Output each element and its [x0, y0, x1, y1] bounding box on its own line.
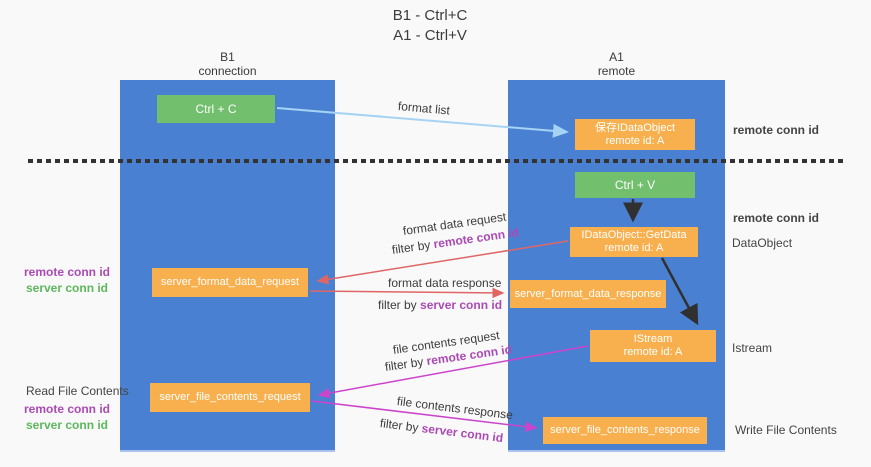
server-conn-id-legend: server conn id — [25, 281, 109, 295]
ctrl-v-box: Ctrl + V — [575, 172, 695, 198]
diagram-title: B1 - Ctrl+C A1 - Ctrl+V — [330, 6, 530, 46]
format-data-response-filter-label: filter by server conn id — [378, 298, 502, 312]
remote-conn-id-annotation-top: remote conn id — [733, 123, 820, 137]
istream-line1: IStream — [633, 333, 673, 345]
server-file-contents-request-box: server_file_contents_request — [150, 383, 310, 412]
read-file-contents-annotation: Read File Contents — [26, 384, 129, 398]
istream-annotation: Istream — [732, 341, 773, 355]
server-file-contents-response-label: server_file_contents_response — [550, 424, 700, 436]
ctrl-c-label: Ctrl + C — [195, 101, 237, 116]
left-column-name: B1 — [220, 50, 235, 64]
format-data-response-label: format data response — [388, 276, 502, 290]
left-conn-id-legend-bottom: remote conn id server conn id — [17, 401, 117, 433]
left-conn-id-legend-top: remote conn id server conn id — [17, 264, 117, 296]
left-column-subtitle: connection — [198, 64, 257, 78]
server-format-data-request-box: server_format_data_request — [152, 268, 308, 297]
dataobject-annotation: DataObject — [732, 236, 793, 250]
istream-box: IStream remote id: A — [590, 330, 716, 362]
remote-conn-id-annotation-mid: remote conn id — [733, 211, 820, 225]
filter-by-text: filter by — [379, 416, 423, 436]
ctrl-c-box: Ctrl + C — [157, 95, 275, 123]
server-file-contents-response-box: server_file_contents_response — [543, 417, 707, 444]
filter-by-text: filter by — [384, 354, 428, 374]
format-data-response-arrow — [309, 287, 505, 299]
idataobject-getdata-box: IDataObject::GetData remote id: A — [570, 227, 698, 257]
ctrl-v-label: Ctrl + V — [614, 177, 656, 192]
server-format-data-request-label: server_format_data_request — [160, 276, 300, 288]
format-list-label: format list — [397, 99, 451, 118]
left-column-header: B1 connection — [120, 50, 335, 78]
idataobject-getdata-line2: remote id: A — [604, 242, 664, 254]
idataobject-getdata-line1: IDataObject::GetData — [581, 229, 687, 241]
file-contents-response-label: file contents response — [396, 394, 514, 423]
server-format-data-response-label: server_format_data_response — [514, 287, 662, 300]
remote-conn-id-legend: remote conn id — [23, 402, 110, 416]
dashed-separator-line — [28, 159, 846, 163]
title-line-2: A1 - Ctrl+V — [393, 27, 467, 44]
save-idataobject-box: 保存IDataObject remote id: A — [575, 119, 695, 150]
server-conn-id-text: server conn id — [420, 421, 504, 446]
right-column-name: A1 — [609, 50, 624, 64]
save-idataobject-line1: 保存IDataObject — [594, 121, 676, 134]
title-line-1: B1 - Ctrl+C — [392, 7, 468, 24]
save-idataobject-line2: remote id: A — [605, 134, 665, 147]
right-column-header: A1 remote — [508, 50, 725, 78]
server-file-contents-request-label: server_file_contents_request — [159, 391, 301, 403]
filter-by-text: filter by — [391, 237, 435, 257]
right-column-subtitle: remote — [597, 64, 636, 78]
write-file-contents-annotation: Write File Contents — [735, 423, 837, 437]
server-format-data-response-box: server_format_data_response — [510, 280, 666, 308]
server-conn-id-text: server conn id — [420, 298, 503, 312]
file-contents-response-filter-label: filter by server conn id — [379, 416, 504, 445]
istream-line2: remote id: A — [623, 346, 683, 358]
filter-by-text: filter by — [378, 298, 421, 312]
server-conn-id-legend: server conn id — [25, 418, 109, 432]
remote-conn-id-legend: remote conn id — [23, 265, 110, 279]
